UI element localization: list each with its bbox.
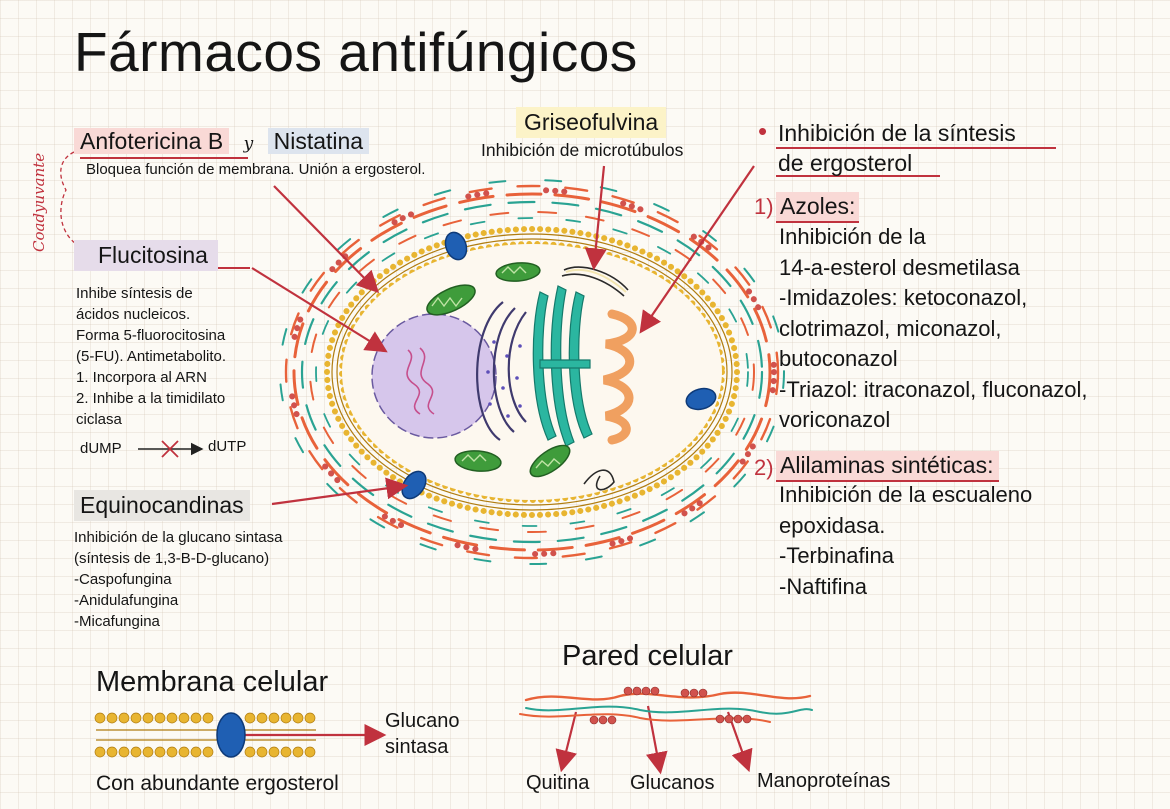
griseofulvina-desc: Inhibición de microtúbulos bbox=[481, 140, 684, 160]
arrow-flucitosina bbox=[251, 267, 388, 353]
ergosterol-heading-2: de ergosterol bbox=[778, 150, 913, 176]
anfotericina-heading: Anfotericina B y Nistatina bbox=[74, 128, 370, 155]
alilaminas-line: -Terbinafina bbox=[779, 543, 894, 568]
flucitosina-line: ciclasa bbox=[76, 411, 122, 428]
equinocandinas-line: Inhibición de la glucano sintasa bbox=[74, 529, 283, 546]
arrow-anfotericina bbox=[273, 185, 380, 294]
cell-wall bbox=[279, 179, 785, 565]
endoplasmic-reticulum bbox=[476, 301, 527, 441]
nistatina-name: Nistatina bbox=[267, 128, 370, 154]
equinocandinas-line: -Caspofungina bbox=[74, 571, 172, 588]
azoles-line: butoconazol bbox=[779, 346, 898, 371]
azoles-line: voriconazol bbox=[779, 407, 891, 432]
membrane-legend bbox=[94, 712, 316, 758]
flucitosina-line: Forma 5-fluorocitosina bbox=[76, 327, 226, 344]
golgi-apparatus bbox=[532, 285, 593, 447]
dump-dutp-arrow bbox=[138, 440, 204, 458]
anfotericina-desc: Bloquea función de membrana. Unión a erg… bbox=[86, 161, 426, 178]
arrow-ergosterol bbox=[639, 165, 755, 334]
azoles-line: -Triazol: itraconazol, fluconazol, bbox=[779, 376, 1088, 402]
arrow-glucanos bbox=[645, 705, 668, 775]
azoles-line: clotrimazol, miconazol, bbox=[779, 315, 1002, 341]
equinocandinas-line: (síntesis de 1,3-B-D-glucano) bbox=[74, 550, 270, 567]
alilaminas-line: Inhibición de la escualeno bbox=[779, 482, 1033, 507]
flucitosina-line: (5-FU). Antimetabolito. bbox=[76, 348, 227, 365]
dump-label: dUMP bbox=[80, 440, 122, 457]
page-title: Fármacos antifúngicos bbox=[74, 21, 638, 83]
alilaminas-line: epoxidasa. bbox=[779, 512, 886, 538]
quitina-label: Quitina bbox=[526, 772, 590, 794]
flucitosina-line: ácidos nucleicos. bbox=[76, 306, 191, 323]
pointer-arrows bbox=[240, 165, 755, 775]
mitochondria bbox=[426, 262, 571, 478]
flucitosina-line: Inhibe síntesis de bbox=[76, 285, 193, 302]
equinocandinas-name: Equinocandinas bbox=[74, 490, 250, 521]
flucitosina-line: 2. Inhibe a la timidilato bbox=[76, 390, 226, 407]
glucano-sintasa-label-1: Glucano bbox=[385, 710, 460, 732]
membrana-title: Membrana celular bbox=[96, 666, 329, 698]
azoles-desc: Inhibición de la 14-a-esterol desmetilas… bbox=[779, 222, 1169, 436]
arrow-quitina bbox=[555, 711, 578, 773]
anfotericina-name: Anfotericina B bbox=[74, 128, 230, 154]
glucano-sintasa-protein bbox=[216, 712, 246, 758]
connector: y bbox=[243, 134, 254, 154]
coadyuvante-note: Coadyuvante bbox=[30, 152, 48, 252]
membrana-caption: Con abundante ergosterol bbox=[96, 772, 339, 795]
dutp-label: dUTP bbox=[208, 438, 247, 455]
equinocandinas-line: -Anidulafungina bbox=[74, 592, 179, 609]
glucano-sintasa-label-2: sintasa bbox=[385, 736, 449, 758]
flucitosina-desc: Inhibe síntesis de ácidos nucleicos. For… bbox=[76, 283, 286, 430]
pared-title: Pared celular bbox=[562, 640, 733, 672]
glucanos-label: Glucanos bbox=[630, 772, 715, 794]
arrow-equinocandinas bbox=[271, 477, 409, 506]
coadyuvante-bracket bbox=[60, 151, 77, 245]
alilaminas-name: Alilaminas sintéticas: bbox=[776, 451, 1000, 482]
vesicles bbox=[602, 309, 637, 445]
manoproteinas-label: Manoproteínas bbox=[757, 770, 891, 792]
wall-legend bbox=[519, 686, 813, 725]
griseofulvina-name: Griseofulvina bbox=[516, 107, 667, 138]
alilaminas-number: 2) bbox=[754, 455, 774, 480]
ergosterol-bullet: • bbox=[758, 116, 768, 146]
nucleus bbox=[371, 313, 497, 439]
flucitosina-line: 1. Incorpora al ARN bbox=[76, 369, 207, 386]
azoles-line: Inhibición de la bbox=[779, 224, 926, 249]
arrow-griseofulvina bbox=[584, 165, 607, 271]
azoles-line: -Imidazoles: ketoconazol, bbox=[779, 285, 1028, 310]
alilaminas-line: -Naftifina bbox=[779, 573, 868, 599]
azoles-number: 1) bbox=[754, 194, 774, 219]
flucitosina-name: Flucitosina bbox=[74, 240, 218, 271]
ergosterol-heading-1: Inhibición de la síntesis bbox=[778, 120, 1016, 146]
equinocandinas-line: -Micafungina bbox=[74, 613, 160, 630]
alilaminas-desc: Inhibición de la escualeno epoxidasa. -T… bbox=[779, 480, 1169, 602]
equinocandinas-desc: Inhibición de la glucano sintasa (síntes… bbox=[74, 527, 374, 632]
azoles-name: Azoles: bbox=[776, 192, 860, 223]
azoles-line: 14-a-esterol desmetilasa bbox=[779, 254, 1020, 280]
